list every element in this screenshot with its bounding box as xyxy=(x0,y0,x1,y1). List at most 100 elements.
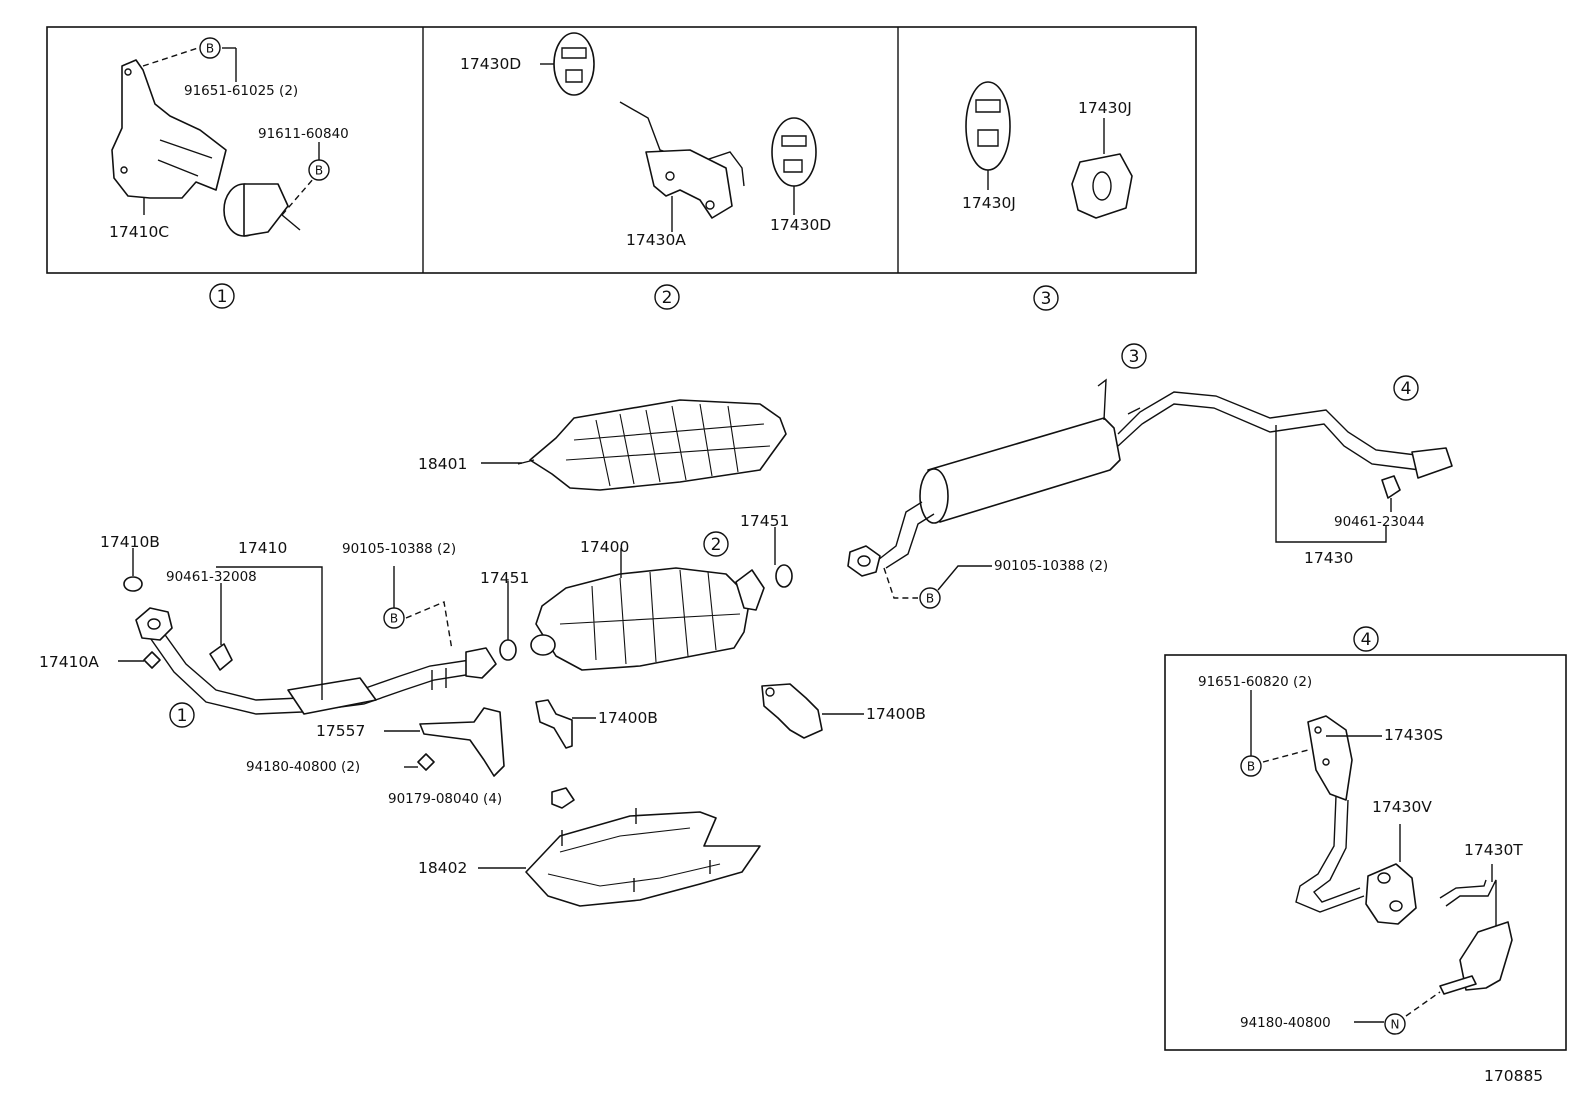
muffler-body xyxy=(927,417,1121,523)
detail-panel xyxy=(46,26,1197,274)
heat-shield-ribs xyxy=(547,827,721,887)
part-label: 17430 xyxy=(1304,549,1353,567)
part-label: 17430D xyxy=(770,216,831,234)
catalytic-cover-18401 xyxy=(481,399,787,491)
circle-marker-3 xyxy=(1121,343,1147,369)
part-label: 17430J xyxy=(1078,99,1132,117)
circle-marker-3 xyxy=(1033,285,1059,311)
part-label: 17410C xyxy=(109,223,169,241)
svg-text:2: 2 xyxy=(711,535,722,555)
rubber-hanger-17430j xyxy=(1071,153,1133,219)
hanger-rod-17430s-inner xyxy=(1313,799,1361,903)
detail-3: 17430J 17430J xyxy=(962,81,1133,219)
clamp-90461-32008 xyxy=(209,643,233,671)
gasket-17451 xyxy=(499,639,517,661)
bracket-hole-icon xyxy=(765,687,775,697)
converter-upper-shell xyxy=(529,399,787,491)
hanger-slots xyxy=(561,47,587,83)
hanger-hole-icon xyxy=(1389,900,1403,912)
part-label: 17400 xyxy=(580,538,629,556)
svg-text:4: 4 xyxy=(1361,630,1372,650)
part-label: 17410B xyxy=(100,533,160,551)
bolt-leader-dash xyxy=(142,47,199,67)
bracket-hole-icon xyxy=(120,166,128,174)
nut-90179 xyxy=(551,787,575,809)
svg-text:B: B xyxy=(1247,760,1255,774)
part-label: 90461-32008 xyxy=(166,569,257,585)
front-pipe-leader xyxy=(216,566,323,700)
tailpipe-upper-edge xyxy=(1117,391,1425,457)
rubber-hanger-17430v xyxy=(1365,863,1417,925)
main-markers: 1 2 3 4 xyxy=(169,343,1419,728)
exhaust-manifold-bracket xyxy=(111,59,227,199)
hanger-slots xyxy=(781,135,807,173)
part-label: 91611-60840 xyxy=(258,126,349,142)
front-pipe-rear-flange xyxy=(465,647,497,679)
bolt-badge-icon: B xyxy=(383,607,405,629)
converter-ribs xyxy=(565,403,771,487)
part-label: 90461-23044 xyxy=(1334,514,1425,530)
front-bolt-group: B xyxy=(383,566,453,690)
rubber-hanger-17430d xyxy=(553,32,595,96)
nut-94180 xyxy=(417,753,435,771)
main-labels: 18401 17410 17410B 17410A 90461-32008 90… xyxy=(39,455,1425,877)
bolt-leader-dash xyxy=(281,177,315,216)
circle-marker-4 xyxy=(1353,626,1379,652)
part-label: 17451 xyxy=(740,512,789,530)
circle-marker-2 xyxy=(703,531,729,557)
circle-marker-1 xyxy=(169,702,195,728)
bolt-badge-icon: B xyxy=(308,159,330,181)
catalytic-converter-17400 xyxy=(530,548,765,671)
part-label: 17430V xyxy=(1372,798,1432,816)
bracket-hole-icon xyxy=(1322,758,1330,766)
part-label: 17430T xyxy=(1464,841,1523,859)
rubber-hanger-17430j xyxy=(965,81,1011,171)
front-pipe-17410 xyxy=(135,566,497,715)
front-pipe-flange xyxy=(135,607,173,641)
circle-marker-2 xyxy=(654,284,680,310)
heat-insulator-body xyxy=(243,183,289,237)
rubber-hanger-17430d xyxy=(771,117,817,187)
svg-text:4: 4 xyxy=(1401,379,1412,399)
heat-shield-body xyxy=(525,811,761,907)
bracket-hole-icon xyxy=(1314,726,1322,734)
small-parts-front xyxy=(118,527,793,671)
muffler-end-cap xyxy=(919,468,949,524)
svg-text:2: 2 xyxy=(662,288,673,308)
gasket-17410b xyxy=(123,576,143,592)
rear-bolt-group: B xyxy=(883,565,992,609)
heat-shield-18402 xyxy=(478,808,761,907)
diagram-id: 170885 xyxy=(1484,1067,1543,1085)
part-label: 94180-40800 (2) xyxy=(246,759,360,775)
bracket-contour xyxy=(157,139,213,177)
part-label: 17430D xyxy=(460,55,521,73)
converter-outlet-flange xyxy=(735,569,765,611)
flange-hole-icon xyxy=(147,618,161,630)
bracket-17557-body xyxy=(419,707,505,777)
part-label: 17400B xyxy=(598,709,658,727)
nut-dash xyxy=(1405,991,1441,1017)
hanger-slots xyxy=(975,99,1001,147)
brackets-17400b xyxy=(535,683,864,749)
circle-marker-4 xyxy=(1393,375,1419,401)
part-label: 91651-61025 (2) xyxy=(184,83,298,99)
flange-hole-icon xyxy=(857,555,871,567)
muffler-inlet-lower xyxy=(885,513,935,569)
bolt-badge-icon: B xyxy=(199,37,221,59)
svg-text:B: B xyxy=(390,612,398,626)
svg-text:3: 3 xyxy=(1041,289,1052,309)
circle-marker-1 xyxy=(209,283,235,309)
tailpipe-leader xyxy=(1275,425,1387,543)
bolt-badge-icon: B xyxy=(1240,755,1262,777)
insulator-stud xyxy=(281,214,301,231)
hanger-rod-17430t xyxy=(1439,879,1497,940)
tailpipe-17430 xyxy=(847,378,1453,577)
part-label: 17430S xyxy=(1384,726,1443,744)
part-label: 17410A xyxy=(39,653,99,671)
hanger-bracket-17430t xyxy=(1459,921,1513,991)
svg-text:B: B xyxy=(206,42,214,56)
part-label: 17451 xyxy=(480,569,529,587)
part-label: 17557 xyxy=(316,722,365,740)
